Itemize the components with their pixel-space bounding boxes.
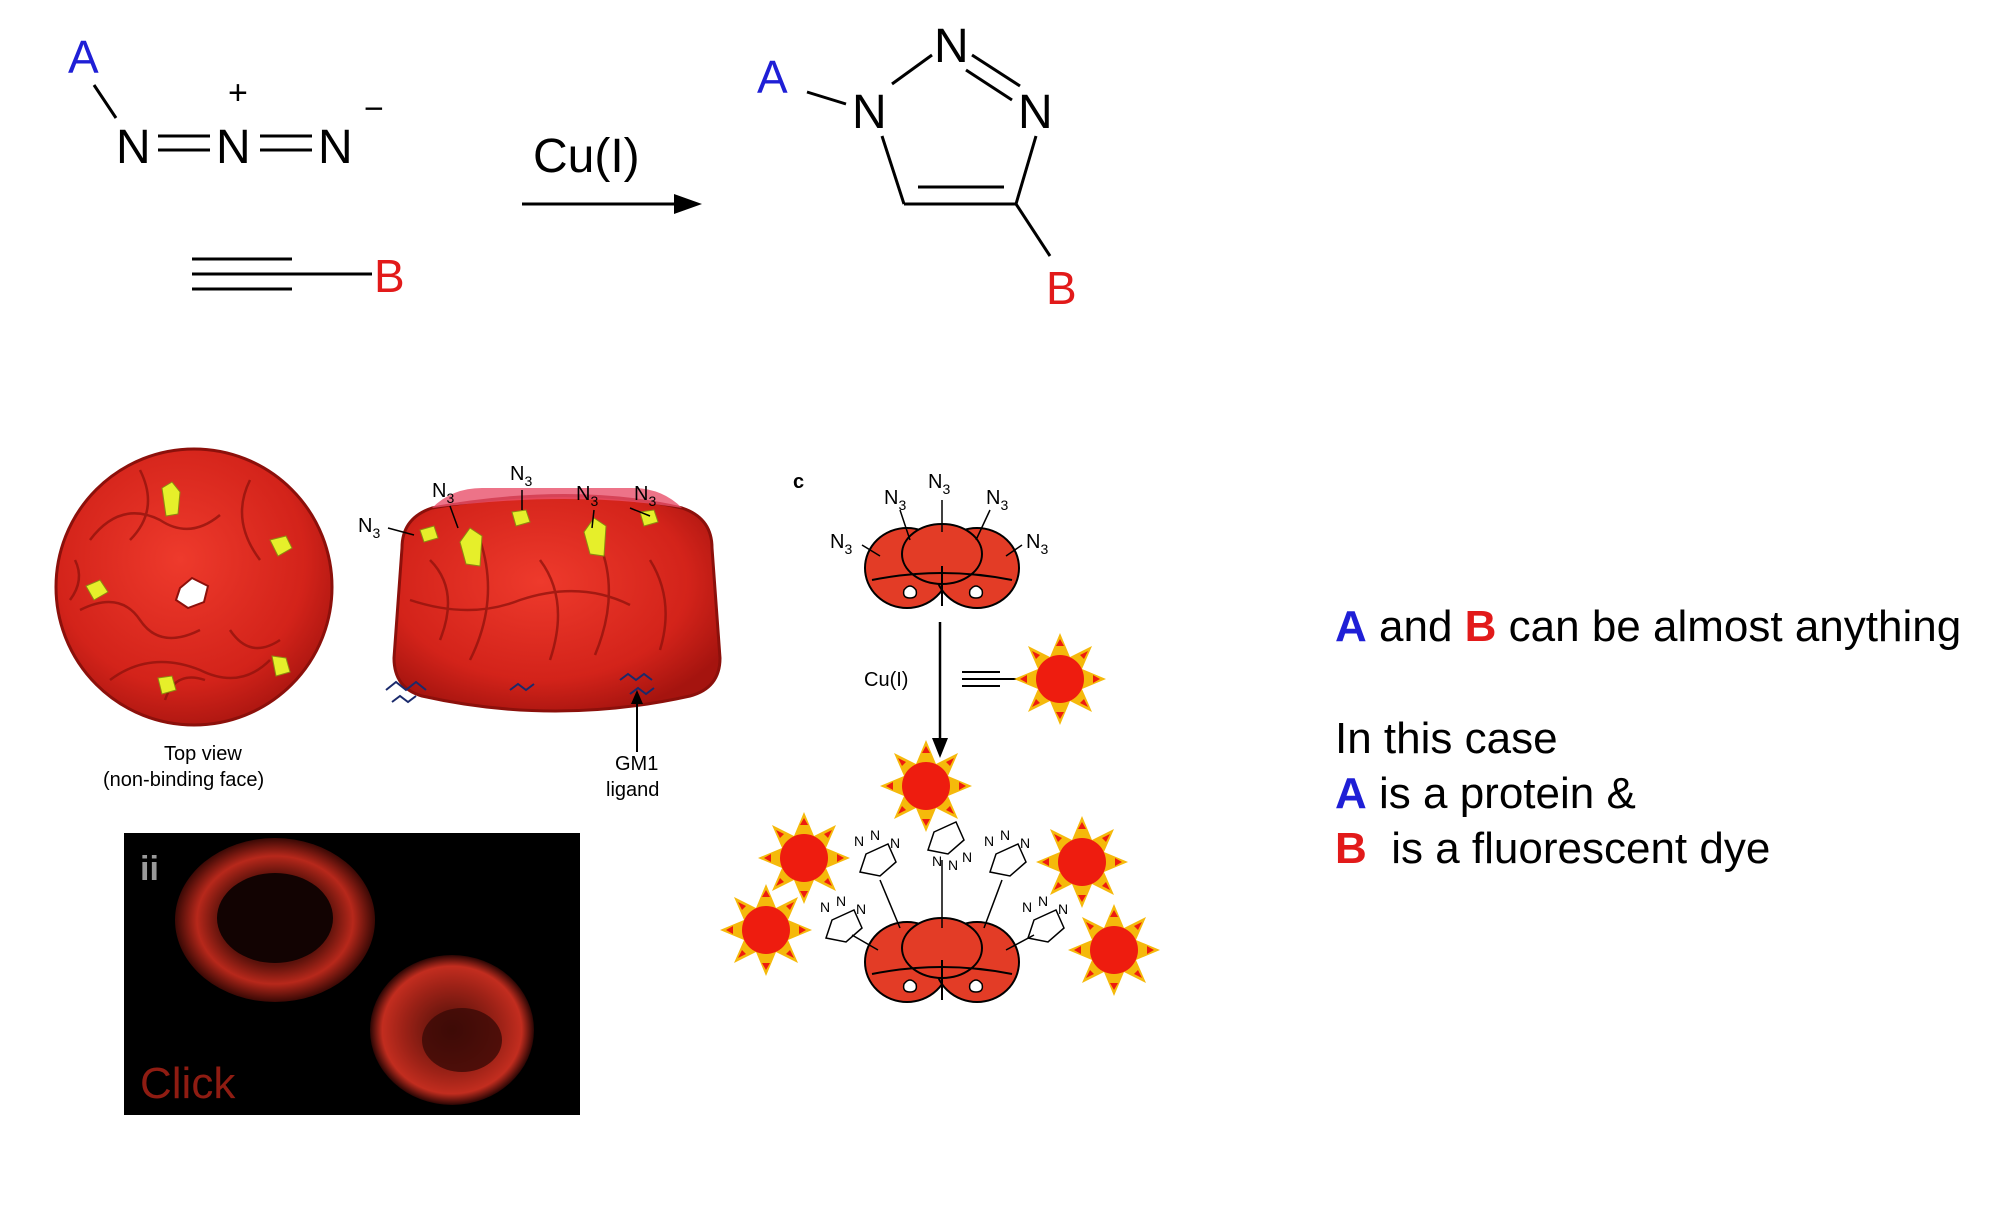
- triazole-n2: N: [934, 20, 969, 73]
- protein-top-view: [54, 447, 334, 727]
- svg-text:N3: N3: [432, 480, 454, 506]
- svg-text:N3: N3: [928, 471, 950, 497]
- dye-alkyne: [962, 671, 1018, 687]
- ring-bond-n2-n3-b: [965, 68, 1013, 102]
- a-to-n-bond: [92, 84, 118, 119]
- dye-sun-top: [880, 740, 972, 832]
- labeled-protein: [864, 917, 1020, 1003]
- note-line-2: In this case: [1335, 714, 1558, 763]
- micrograph-panel: ii Click: [124, 833, 580, 1115]
- triazole-n1: N: [852, 86, 887, 139]
- reactant-label-a: A: [68, 31, 99, 83]
- ring-bond-n2-n3-a: [971, 53, 1021, 88]
- ring-bond-n1-c5: [880, 135, 906, 205]
- side-view-n3-labels: N3 N3 N3 N3 N3: [358, 463, 656, 541]
- note-line-4-b: B: [1335, 824, 1367, 873]
- svg-text:N: N: [1020, 835, 1030, 851]
- product-b-bond: [1014, 203, 1052, 257]
- top-protein-azides: N3 N3 N3 N3 N3: [830, 471, 1048, 557]
- scheme-catalyst-label: Cu(I): [864, 669, 908, 691]
- micrograph-panel-label: ii: [140, 850, 159, 888]
- svg-text:N3: N3: [634, 483, 656, 509]
- labeling-scheme: c N3 N3 N3 N3 N3 Cu(I): [720, 471, 1160, 1003]
- note-line-4-rest: is a fluorescent dye: [1366, 824, 1771, 873]
- azide-n3: N: [318, 121, 353, 174]
- scheme-arrowhead: [932, 738, 948, 758]
- note-line-1: A and B can be almost anything: [1335, 600, 1961, 654]
- svg-text:N: N: [1038, 893, 1048, 909]
- svg-text:N: N: [870, 827, 880, 843]
- svg-text:N3: N3: [510, 463, 532, 489]
- dye-sun-lower-right: [1068, 904, 1160, 996]
- product-label-b: B: [1046, 262, 1077, 314]
- azide-n2: N: [216, 121, 251, 174]
- product-a-bond: [806, 90, 847, 106]
- azide-minus-charge: −: [364, 90, 384, 128]
- note-line-1-rest: can be almost anything: [1496, 602, 1962, 651]
- svg-text:N: N: [984, 833, 994, 849]
- note-line-3-a: A: [1335, 769, 1367, 818]
- triazole-n3: N: [1018, 86, 1053, 139]
- product-label-a: A: [757, 51, 788, 103]
- ligand-caption-line2: ligand: [606, 779, 659, 801]
- micrograph-caption: Click: [140, 1059, 236, 1108]
- note-line-3-rest: is a protein &: [1366, 769, 1636, 818]
- svg-text:N: N: [1058, 901, 1068, 917]
- catalyst-label: Cu(I): [533, 130, 640, 183]
- ligand-pointer-arrowhead: [631, 690, 643, 704]
- note-a-token: A: [1335, 602, 1367, 651]
- svg-text:N: N: [854, 833, 864, 849]
- svg-text:N: N: [932, 853, 942, 869]
- ring-bond-n3-c4: [1014, 135, 1038, 205]
- top-view-caption-line2: (non-binding face): [103, 769, 264, 791]
- svg-text:N: N: [948, 857, 958, 873]
- reaction-arrowhead: [674, 194, 702, 214]
- top-view-caption-line1: Top view: [164, 743, 242, 765]
- dye-sun-reagent: [1014, 633, 1106, 725]
- svg-text:N3: N3: [358, 515, 380, 541]
- reaction-scheme: A N N + N − B Cu(I) A N N N B: [68, 20, 1077, 314]
- dye-sun-lower-left: [720, 884, 812, 976]
- note-line-3: A is a protein &: [1335, 767, 1636, 821]
- azide-plus-charge: +: [228, 74, 248, 112]
- svg-text:N3: N3: [986, 487, 1008, 513]
- ligand-caption-line1: GM1: [615, 753, 658, 775]
- svg-text:N3: N3: [884, 487, 906, 513]
- svg-text:N: N: [962, 849, 972, 865]
- svg-text:N: N: [836, 893, 846, 909]
- unlabeled-protein: [864, 523, 1020, 609]
- ring-bond-n1-n2: [891, 53, 933, 86]
- note-line-4: B is a fluorescent dye: [1335, 822, 1770, 876]
- svg-text:N3: N3: [576, 483, 598, 509]
- azide-n1: N: [116, 121, 151, 174]
- triazole-rings: N N N N N N N N N N N N: [820, 821, 1068, 943]
- svg-text:N: N: [1000, 827, 1010, 843]
- note-and: and: [1366, 602, 1465, 651]
- protein-side-view: [385, 488, 722, 713]
- svg-text:N3: N3: [830, 531, 852, 557]
- svg-text:N: N: [1022, 899, 1032, 915]
- scheme-panel-label: c: [793, 471, 804, 493]
- labeled-protein-linkers: [851, 860, 1035, 951]
- svg-text:N: N: [820, 899, 830, 915]
- reactant-label-b: B: [374, 250, 405, 302]
- note-b-token: B: [1464, 602, 1497, 651]
- dye-sun-upper-right: [1036, 816, 1128, 908]
- dye-sun-upper-left: [758, 812, 850, 904]
- svg-text:N: N: [856, 901, 866, 917]
- svg-text:N3: N3: [1026, 531, 1048, 557]
- svg-text:N: N: [890, 835, 900, 851]
